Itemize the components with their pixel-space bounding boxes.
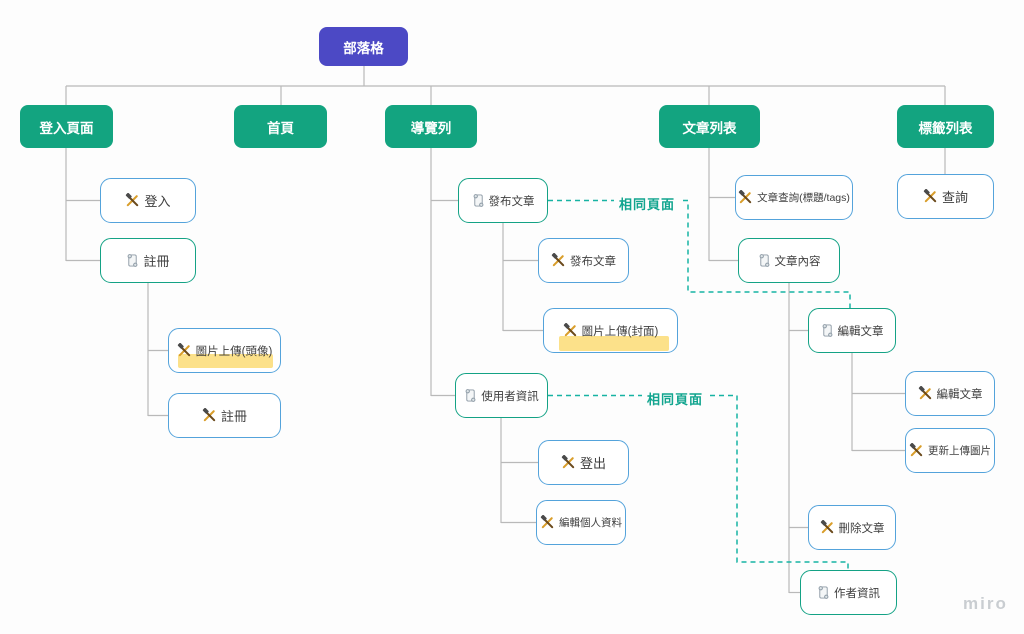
node-label: 查詢 bbox=[941, 190, 968, 205]
node-label: 首頁 bbox=[267, 120, 294, 136]
node-label: 標籤列表 bbox=[918, 120, 973, 136]
node-label: 發布文章 bbox=[570, 255, 616, 268]
node-label: 註冊 bbox=[143, 254, 170, 269]
node-login-page[interactable]: 登入頁面 bbox=[20, 105, 113, 148]
node-label: 登出 bbox=[579, 456, 606, 471]
tools-icon bbox=[202, 408, 217, 423]
node-publish-page[interactable]: 發布文章 bbox=[458, 178, 548, 223]
node-register-action[interactable]: 註冊 bbox=[168, 393, 281, 438]
node-login-action[interactable]: 登入 bbox=[100, 178, 196, 223]
tools-icon bbox=[551, 253, 566, 268]
node-label: 文章列表 bbox=[682, 120, 737, 136]
node-home-page[interactable]: 首頁 bbox=[234, 105, 327, 148]
node-label: 文章內容 bbox=[774, 255, 821, 268]
node-navbar[interactable]: 導覽列 bbox=[385, 105, 477, 148]
tools-icon bbox=[177, 343, 192, 358]
node-label: 發布文章 bbox=[488, 195, 535, 208]
node-label: 更新上傳圖片 bbox=[928, 445, 991, 457]
tools-icon bbox=[923, 189, 938, 204]
scroll-icon bbox=[126, 253, 139, 268]
node-label: 圖片上傳(封面) bbox=[581, 325, 659, 338]
tools-icon bbox=[540, 515, 555, 530]
same-page-label-1: 相同頁面 bbox=[614, 193, 681, 214]
tools-icon bbox=[738, 190, 753, 205]
node-article-content[interactable]: 文章內容 bbox=[738, 238, 840, 283]
node-edit-article-action[interactable]: 編輯文章 bbox=[905, 371, 995, 416]
node-update-image-action[interactable]: 更新上傳圖片 bbox=[905, 428, 995, 473]
miro-watermark: miro bbox=[963, 594, 1008, 613]
tools-icon bbox=[563, 323, 578, 338]
node-tag-list[interactable]: 標籤列表 bbox=[897, 105, 994, 148]
node-author-info[interactable]: 作者資訊 bbox=[800, 570, 897, 615]
node-article-query[interactable]: 文章查詢(標題/tags) bbox=[735, 175, 853, 220]
tools-icon bbox=[125, 193, 140, 208]
node-label: 編輯文章 bbox=[837, 325, 884, 338]
node-label: 註冊 bbox=[220, 409, 247, 424]
highlight-mark bbox=[178, 354, 273, 368]
node-logout-action[interactable]: 登出 bbox=[538, 440, 629, 485]
node-label: 編輯文章 bbox=[936, 388, 983, 401]
node-label: 使用者資訊 bbox=[481, 390, 539, 403]
node-label: 部落格 bbox=[343, 40, 384, 56]
scroll-icon bbox=[817, 585, 830, 600]
node-blog-root[interactable]: 部落格 bbox=[319, 27, 408, 66]
scroll-icon bbox=[464, 388, 477, 403]
node-edit-article-page[interactable]: 編輯文章 bbox=[808, 308, 896, 353]
node-label: 登入 bbox=[144, 194, 171, 209]
node-label: 導覽列 bbox=[410, 120, 452, 136]
node-cover-upload[interactable]: 圖片上傳(封面) bbox=[543, 308, 678, 353]
node-edit-profile-action[interactable]: 編輯個人資料 bbox=[536, 500, 626, 545]
node-article-list[interactable]: 文章列表 bbox=[659, 105, 760, 148]
tools-icon bbox=[909, 443, 924, 458]
tools-icon bbox=[918, 386, 933, 401]
scroll-icon bbox=[472, 193, 485, 208]
node-label: 圖片上傳(頭像) bbox=[195, 345, 273, 358]
node-tag-query-action[interactable]: 查詢 bbox=[897, 174, 994, 219]
node-publish-action[interactable]: 發布文章 bbox=[538, 238, 629, 283]
node-label: 編輯個人資料 bbox=[559, 517, 622, 529]
scroll-icon bbox=[821, 323, 834, 338]
node-avatar-upload[interactable]: 圖片上傳(頭像) bbox=[168, 328, 281, 373]
node-label: 文章查詢(標題/tags) bbox=[757, 192, 850, 204]
same-page-label-2: 相同頁面 bbox=[642, 388, 709, 409]
node-register-page[interactable]: 註冊 bbox=[100, 238, 196, 283]
highlight-mark bbox=[559, 336, 669, 351]
node-label: 作者資訊 bbox=[834, 587, 880, 600]
node-label: 刪除文章 bbox=[838, 522, 885, 535]
scroll-icon bbox=[758, 253, 771, 268]
node-label: 登入頁面 bbox=[39, 120, 94, 136]
tools-icon bbox=[561, 455, 576, 470]
node-user-info[interactable]: 使用者資訊 bbox=[455, 373, 548, 418]
tools-icon bbox=[820, 520, 835, 535]
node-delete-article-action[interactable]: 刪除文章 bbox=[808, 505, 896, 550]
